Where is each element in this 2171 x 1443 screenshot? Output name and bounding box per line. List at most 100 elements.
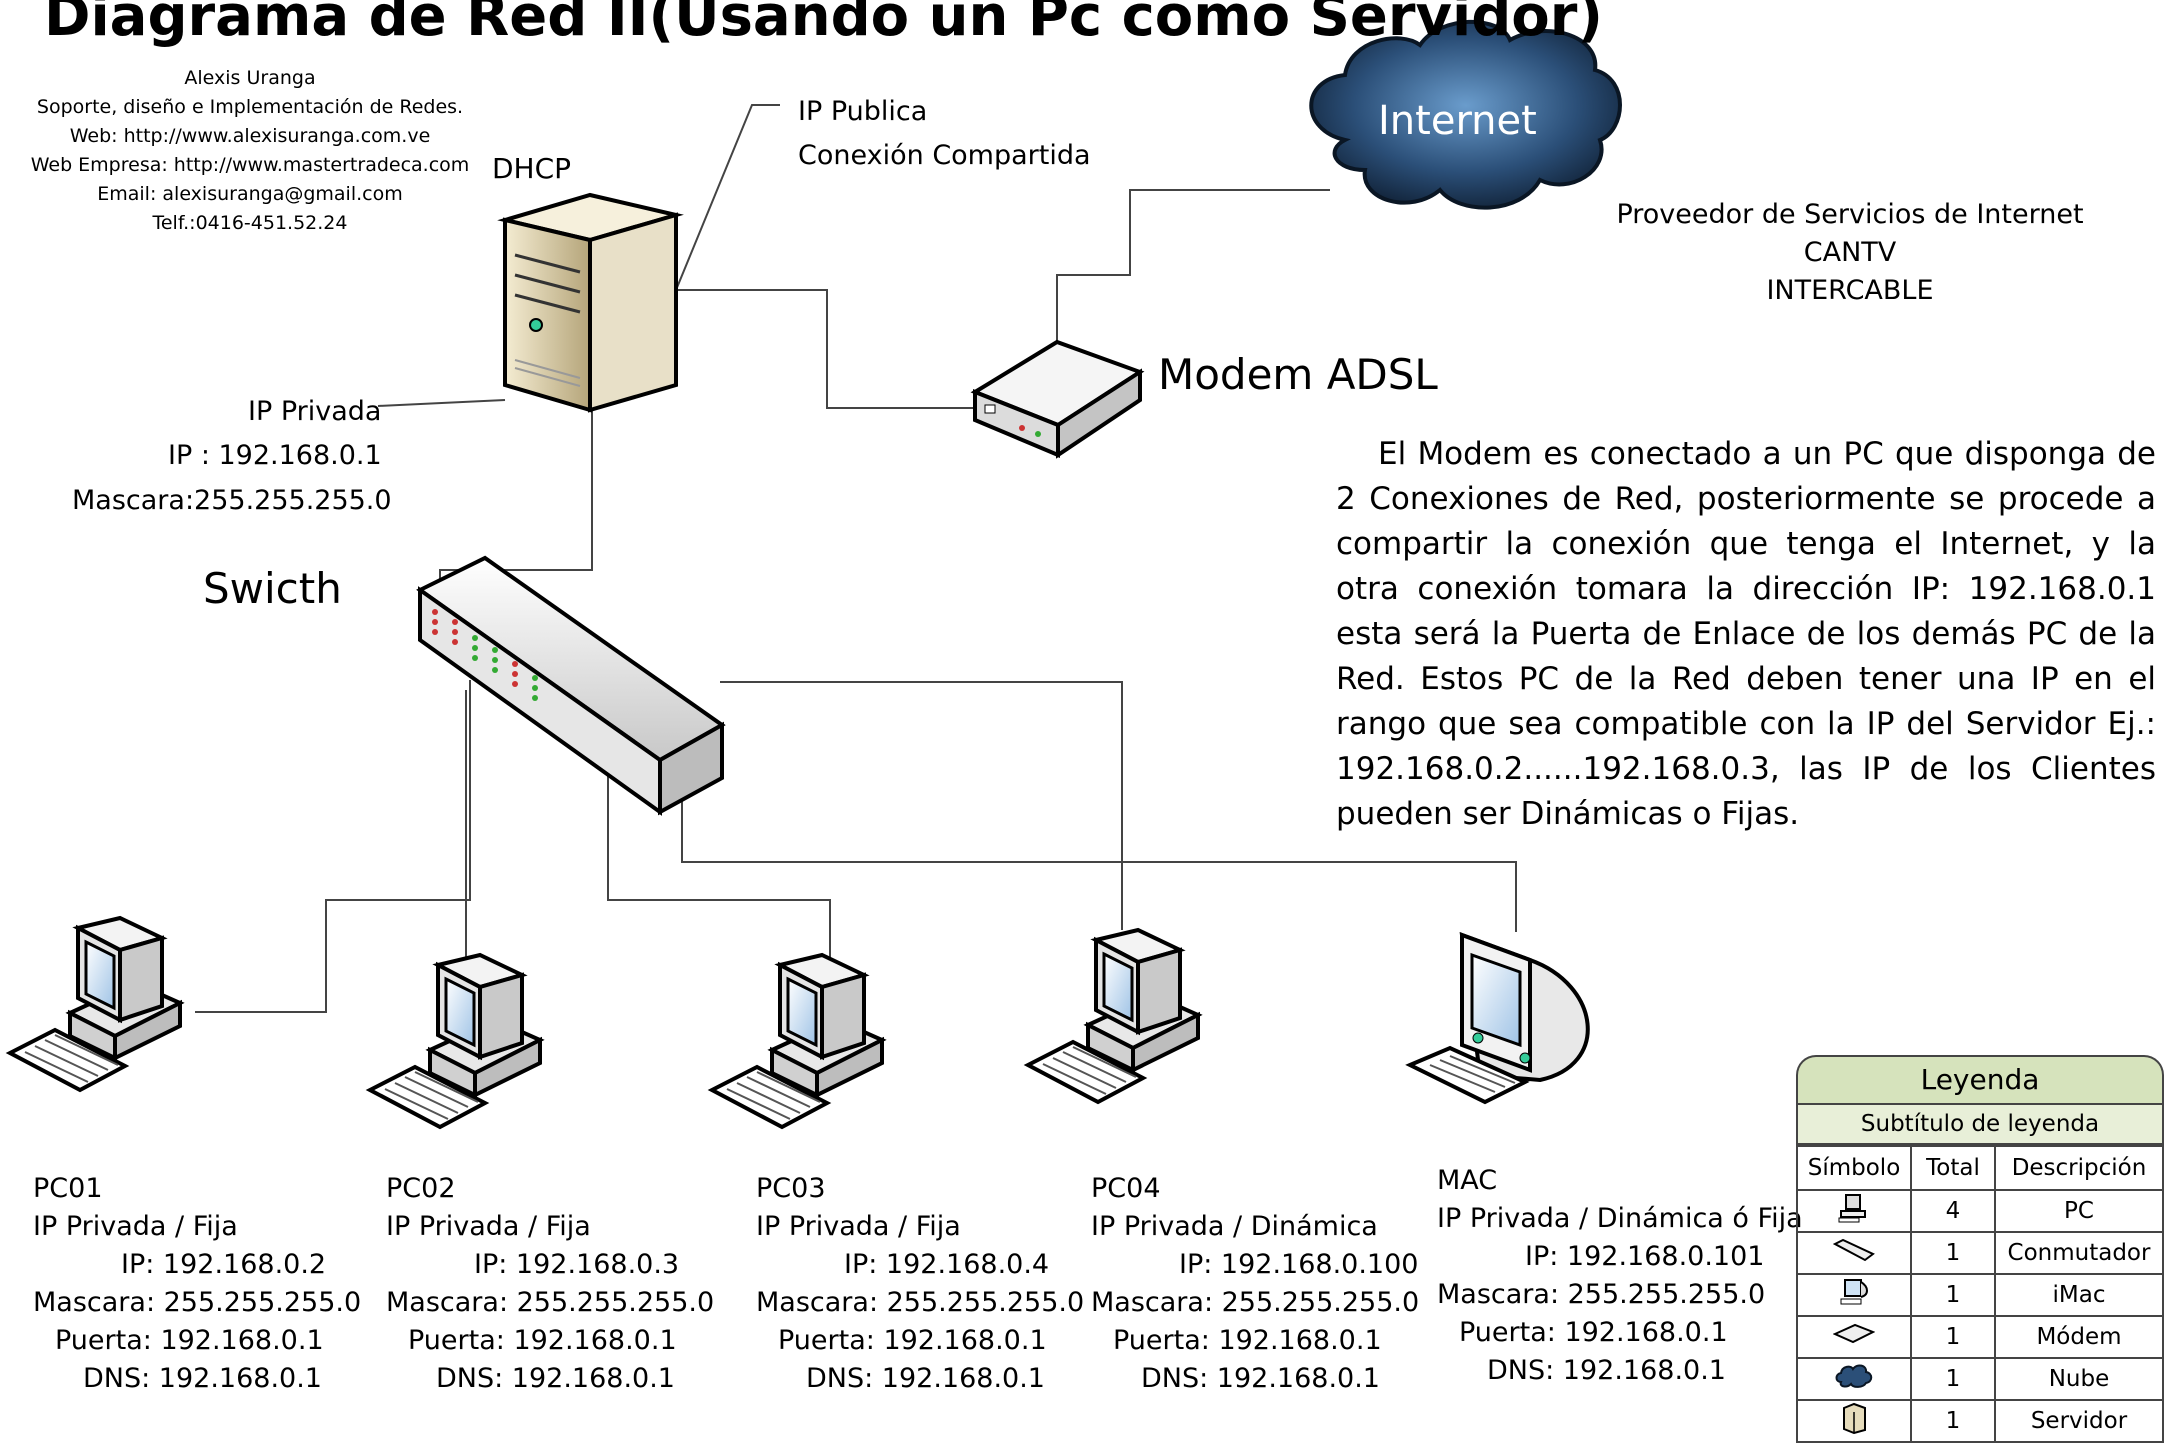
author-phone: Telf.:0416-451.52.24: [152, 212, 348, 234]
client-type: IP Privada / Dinámica ó Fija: [1437, 1203, 1803, 1234]
client-name: PC02: [386, 1173, 456, 1204]
server-icon: [1796, 1399, 1912, 1443]
cloud-icon: [1309, 19, 1622, 210]
legend-total: 4: [1910, 1189, 1996, 1233]
author-company-web: Web Empresa: http://www.mastertradeca.co…: [30, 154, 470, 176]
legend: Leyenda Subtítulo de leyenda Símbolo Tot…: [1796, 1055, 2164, 1443]
client-mask: Mascara: 255.255.255.0: [386, 1287, 715, 1318]
modem-icon: [970, 339, 1145, 459]
line-switch-pc03: [607, 760, 831, 962]
line-server-private: [377, 399, 506, 407]
cloud-icon: [1796, 1357, 1912, 1401]
author-email: Email: alexisuranga@gmail.com: [97, 183, 403, 205]
imac-icon: [1405, 931, 1590, 1105]
client-mask: Mascara: 255.255.255.0: [33, 1287, 362, 1318]
server-label: DHCP: [492, 152, 572, 185]
client-dns: DNS: 192.168.0.1: [806, 1363, 1045, 1394]
author-block: Alexis Uranga Soporte, diseño e Implemen…: [10, 64, 490, 238]
line-switch-pc01: [195, 680, 471, 1013]
public-ip-label: IP Publica: [798, 96, 928, 127]
pc-icon: [365, 952, 545, 1130]
client-type: IP Privada / Fija: [386, 1211, 591, 1242]
pc-icon: [707, 952, 887, 1130]
client-gateway: Puerta: 192.168.0.1: [1459, 1317, 1728, 1348]
legend-description: iMac: [1994, 1273, 2164, 1317]
private-ip-title: IP Privada: [248, 396, 382, 427]
client-gateway: Puerta: 192.168.0.1: [55, 1325, 324, 1356]
client-ip: IP: 192.168.0.3: [474, 1249, 680, 1280]
legend-description: Nube: [1994, 1357, 2164, 1401]
client-dns: DNS: 192.168.0.1: [436, 1363, 675, 1394]
legend-total: 1: [1910, 1273, 1996, 1317]
isp-cantv: CANTV: [1803, 237, 1897, 268]
client-name: PC03: [756, 1173, 826, 1204]
line-switch-mac: [681, 780, 1517, 932]
page-title: Diagrama de Red II(Usando un Pc como Ser…: [44, 0, 1603, 49]
isp-block: Proveedor de Servicios de Internet CANTV…: [1560, 196, 2140, 310]
legend-description: Conmutador: [1994, 1231, 2164, 1275]
legend-row: 1 Conmutador: [1796, 1231, 2164, 1275]
legend-header-total: Total: [1910, 1145, 1996, 1191]
internet-label: Internet: [1378, 98, 1537, 144]
client-ip: IP: 192.168.0.100: [1179, 1249, 1419, 1280]
legend-description: Servidor: [1994, 1399, 2164, 1443]
pc-icon: [1796, 1189, 1912, 1233]
legend-total: 1: [1910, 1315, 1996, 1359]
modem-label: Modem ADSL: [1158, 350, 1438, 399]
server-icon: [497, 192, 684, 413]
switch-label: Swicth: [203, 564, 342, 613]
legend-description: Módem: [1994, 1315, 2164, 1359]
client-dns: DNS: 192.168.0.1: [1487, 1355, 1726, 1386]
isp-title: Proveedor de Servicios de Internet: [1616, 199, 2084, 230]
client-gateway: Puerta: 192.168.0.1: [408, 1325, 677, 1356]
switch-icon: [416, 555, 726, 816]
client-mask: Mascara: 255.255.255.0: [756, 1287, 1085, 1318]
legend-description: PC: [1994, 1189, 2164, 1233]
client-type: IP Privada / Fija: [756, 1211, 961, 1242]
client-info-pc01: PC01 IP Privada / Fija IP: 192.168.0.2 M…: [33, 1170, 361, 1398]
shared-connection-label: Conexión Compartida: [798, 140, 1091, 171]
legend-header-description: Descripción: [1994, 1145, 2164, 1191]
explanation-note: El Modem es conectado a un PC que dispon…: [1336, 436, 2156, 832]
line-server-callout: [675, 104, 780, 291]
client-ip: IP: 192.168.0.101: [1525, 1241, 1765, 1272]
switch-icon: [1796, 1231, 1912, 1275]
legend-header-row: Símbolo Total Descripción: [1796, 1145, 2164, 1191]
legend-row: 4 PC: [1796, 1189, 2164, 1233]
client-name: MAC: [1437, 1165, 1498, 1196]
pc-icon: [1023, 927, 1203, 1105]
legend-total: 1: [1910, 1231, 1996, 1275]
client-dns: DNS: 192.168.0.1: [1141, 1363, 1380, 1394]
legend-row: 1 Módem: [1796, 1315, 2164, 1359]
client-ip: IP: 192.168.0.4: [844, 1249, 1050, 1280]
client-mask: Mascara: 255.255.255.0: [1091, 1287, 1420, 1318]
private-mask-value: Mascara:255.255.255.0: [72, 485, 392, 516]
legend-subtitle: Subtítulo de leyenda: [1796, 1103, 2164, 1145]
legend-header-symbol: Símbolo: [1796, 1145, 1912, 1191]
author-name: Alexis Uranga: [184, 67, 316, 89]
modem-icon: [1796, 1315, 1912, 1359]
client-name: PC04: [1091, 1173, 1161, 1204]
client-gateway: Puerta: 192.168.0.1: [778, 1325, 1047, 1356]
author-role: Soporte, diseño e Implementación de Rede…: [36, 96, 464, 118]
client-gateway: Puerta: 192.168.0.1: [1113, 1325, 1382, 1356]
client-info-pc02: PC02 IP Privada / Fija IP: 192.168.0.3 M…: [386, 1170, 714, 1398]
client-type: IP Privada / Dinámica: [1091, 1211, 1378, 1242]
client-info-pc03: PC03 IP Privada / Fija IP: 192.168.0.4 M…: [756, 1170, 1084, 1398]
client-info-mac: MAC IP Privada / Dinámica ó Fija IP: 192…: [1437, 1162, 1803, 1390]
line-server-modem: [676, 289, 975, 409]
private-ip-value: IP : 192.168.0.1: [168, 440, 382, 471]
client-mask: Mascara: 255.255.255.0: [1437, 1279, 1766, 1310]
pc-icon: [5, 915, 185, 1093]
client-type: IP Privada / Fija: [33, 1211, 238, 1242]
isp-intercable: INTERCABLE: [1766, 275, 1934, 306]
legend-table: Símbolo Total Descripción 4 PC 1 Conmuta…: [1796, 1145, 2164, 1443]
client-ip: IP: 192.168.0.2: [121, 1249, 327, 1280]
legend-total: 1: [1910, 1399, 1996, 1443]
legend-row: 1 Nube: [1796, 1357, 2164, 1401]
client-dns: DNS: 192.168.0.1: [83, 1363, 322, 1394]
line-modem-internet: [1056, 189, 1330, 358]
client-name: PC01: [33, 1173, 103, 1204]
line-switch-pc04: [720, 681, 1123, 930]
